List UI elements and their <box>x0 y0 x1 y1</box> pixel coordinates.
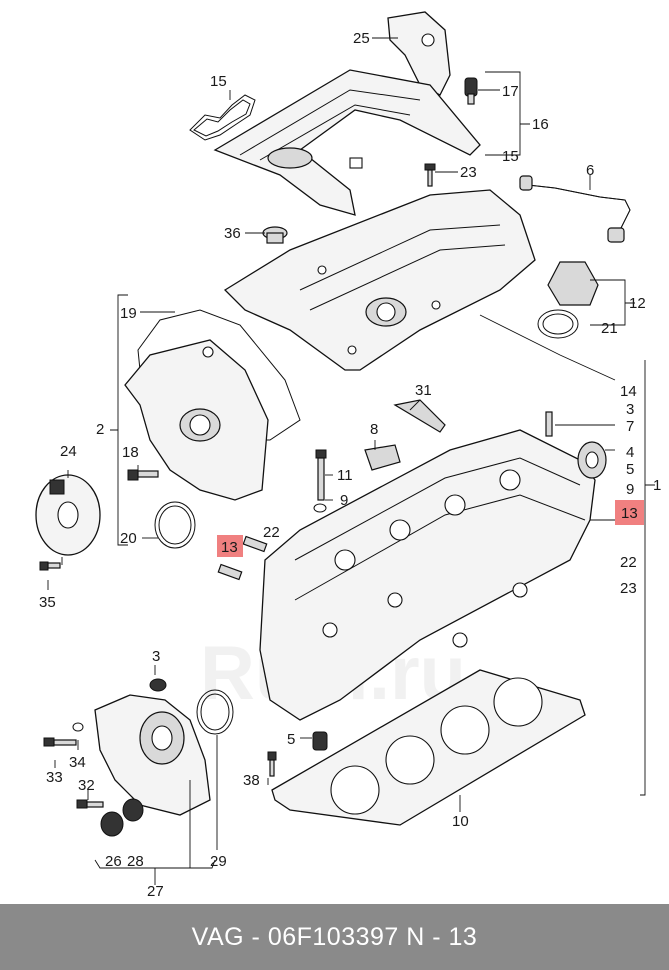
callout-label: 10 <box>452 813 469 830</box>
callout-label: 16 <box>532 116 549 133</box>
callout-label: 3 <box>626 401 634 418</box>
callout-label: 2 <box>96 421 104 438</box>
part-head-gasket <box>271 669 586 826</box>
callout-label: 26 <box>105 853 122 870</box>
callout-label: 35 <box>39 594 56 611</box>
part-washer-9 <box>313 503 327 513</box>
callout-label: 3 <box>152 648 160 665</box>
callout-label: 11 <box>337 467 353 484</box>
callout-label: 22 <box>263 524 280 541</box>
callout-label: 12 <box>629 295 646 312</box>
callout-label: 4 <box>626 444 634 461</box>
part-gasket-rings <box>189 94 256 141</box>
callout-label: 25 <box>353 30 370 47</box>
part-gear-4 <box>577 441 607 479</box>
part-bolt-18 <box>127 469 159 481</box>
part-cap-36 <box>262 226 288 244</box>
part-bushes <box>100 798 144 837</box>
callout-label: 15 <box>210 73 227 90</box>
part-bolt-35 <box>39 561 61 571</box>
callout-label: 38 <box>243 772 260 789</box>
callout-label: 9 <box>626 481 634 498</box>
part-cover-plate <box>387 11 451 96</box>
part-o-ring-20 <box>154 501 196 549</box>
callout-label: 34 <box>69 754 86 771</box>
callout-label: 13 <box>621 505 638 522</box>
part-bolt-11 <box>315 449 327 501</box>
part-8 <box>364 444 401 471</box>
leader-lines <box>47 37 655 885</box>
highlight-box-13-right <box>615 500 644 525</box>
callout-label: 17 <box>502 83 519 100</box>
part-cylinder-head <box>259 429 596 721</box>
callout-label: 32 <box>78 777 95 794</box>
part-31 <box>393 399 446 433</box>
highlight-box-13-left <box>217 535 243 557</box>
part-bolts-lower <box>43 722 104 809</box>
part-plate-24 <box>35 474 101 556</box>
part-pump-housing <box>94 678 211 816</box>
exploded-parts-diagram: 25 15 17 16 15 23 6 36 12 21 19 14 3 7 4… <box>35 11 661 900</box>
callout-label: 36 <box>224 225 241 242</box>
callout-label: 33 <box>46 769 63 786</box>
footer-bar: VAG - 06F103397 N - 13 <box>0 904 669 970</box>
callout-label: 5 <box>287 731 295 748</box>
callout-label: 8 <box>370 421 378 438</box>
part-valve-7 <box>545 411 553 437</box>
part-bolt-38 <box>267 751 277 777</box>
part-oil-cap <box>537 261 599 339</box>
callout-label: 23 <box>460 164 477 181</box>
callout-label: 1 <box>653 477 661 494</box>
callout-label: 24 <box>60 443 77 460</box>
callout-label: 23 <box>620 580 637 597</box>
callout-label: 19 <box>120 305 137 322</box>
callout-label: 5 <box>626 461 634 478</box>
callout-label: 18 <box>122 444 139 461</box>
callout-label: 20 <box>120 530 137 547</box>
callout-label: 22 <box>620 554 637 571</box>
callout-label: 14 <box>620 383 637 400</box>
callout-label: 9 <box>340 492 348 509</box>
part-o-ring-29 <box>196 689 234 735</box>
part-sleeve-5 <box>312 731 328 751</box>
callout-label: 13 <box>221 539 238 556</box>
part-timing-cover <box>124 309 301 501</box>
callout-label: 31 <box>415 382 432 399</box>
callout-label: 28 <box>127 853 144 870</box>
part-upper-cover <box>213 69 481 216</box>
part-bolt-23 <box>424 163 436 187</box>
callout-label: 15 <box>502 148 519 165</box>
part-cylinder-head-cover <box>223 189 536 371</box>
part-pipe-6 <box>519 175 631 243</box>
callout-label: 27 <box>147 883 164 900</box>
part-valve-17 <box>464 77 478 105</box>
part-studs-13 <box>217 535 268 581</box>
part-number-caption: VAG - 06F103397 N - 13 <box>191 922 478 951</box>
callout-label: 29 <box>210 853 227 870</box>
callout-label: 6 <box>586 162 594 179</box>
callout-label: 21 <box>601 320 618 337</box>
callout-label: 7 <box>626 418 634 435</box>
